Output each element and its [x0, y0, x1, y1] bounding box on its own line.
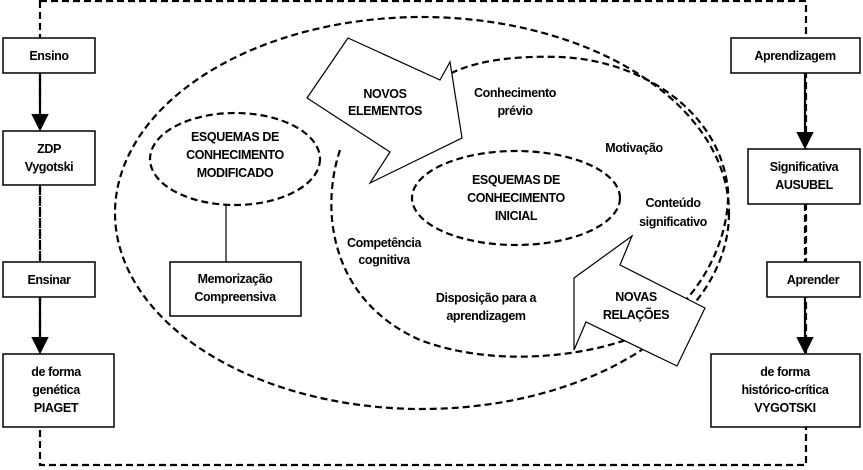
box-aprendizagem: Aprendizagem: [730, 37, 861, 74]
label-disposicao-2: aprendizagem: [446, 309, 526, 323]
arrow-novos-elementos: NOVOS ELEMENTOS: [306, 37, 463, 185]
diagram-label: Compreensiva: [194, 290, 277, 304]
diagram-label: de forma: [760, 365, 811, 379]
ellipse-esquemas-modificado: ESQUEMAS DE CONHECIMENTO MODIFICADO: [148, 111, 322, 207]
box-zdp-vygotski: ZDP Vygotski: [2, 130, 96, 186]
diagram-label: PIAGET: [34, 401, 79, 415]
outer-ellipse: [113, 15, 731, 411]
label-disposicao: Disposição para a: [436, 291, 538, 305]
diagram-label: NOVAS: [615, 290, 657, 304]
diagram-label: Vygotski: [25, 160, 73, 174]
diagram-label: INICIAL: [495, 209, 538, 223]
diagram-label: ESQUEMAS DE: [472, 173, 560, 187]
diagram-label: de forma: [31, 365, 82, 379]
label-competencia: Competência: [347, 236, 423, 250]
diagram-label: histórico-crítica: [742, 383, 830, 397]
box-ensino: Ensino: [2, 37, 96, 74]
box-ensinar: Ensinar: [2, 261, 96, 298]
outer-frame: [38, 0, 808, 467]
box-memorizacao-compreensiva: Memorização Compreensiva: [169, 261, 302, 317]
diagram-label: CONHECIMENTO: [186, 148, 284, 162]
diagram-label: ESQUEMAS DE: [191, 130, 279, 144]
label-motivacao: Motivação: [605, 141, 663, 155]
diagram-label: Memorização: [198, 272, 274, 286]
box-forma-historica-vygotski: de forma histórico-crítica VYGOTSKI: [710, 353, 861, 428]
diagram-label: Aprender: [787, 273, 840, 287]
label-conhecimento-previo-2: prévio: [497, 104, 533, 118]
diagram-label: Aprendizagem: [754, 49, 836, 63]
diagram-label: CONHECIMENTO: [467, 191, 565, 205]
label-conteudo-2: significativo: [639, 215, 707, 229]
box-significativa-ausubel: Significativa AUSUBEL: [747, 148, 861, 205]
label-conhecimento-previo: Conhecimento: [474, 86, 557, 100]
diagram-label: NOVOS: [363, 87, 406, 101]
arrow-novas-relacoes: NOVAS RELAÇÕES: [573, 234, 706, 367]
spiral-ellipse: [330, 55, 730, 358]
box-aprender: Aprender: [766, 261, 861, 298]
diagram-label: ZDP: [37, 142, 61, 156]
diagram-label: RELAÇÕES: [603, 307, 669, 322]
diagram-label: Significativa: [770, 160, 840, 174]
diagram-label: Ensino: [29, 49, 69, 63]
diagram-label: genética: [32, 383, 81, 397]
diagram-label: Ensinar: [27, 273, 71, 287]
label-competencia-2: cognitiva: [358, 253, 411, 267]
box-forma-genetica-piaget: de forma genética PIAGET: [2, 353, 115, 428]
label-conteudo: Conteúdo: [645, 196, 701, 210]
ellipse-esquemas-inicial: ESQUEMAS DE CONHECIMENTO INICIAL: [410, 149, 622, 247]
diagram-label: MODIFICADO: [197, 166, 274, 180]
diagram-label: ELEMENTOS: [348, 104, 422, 118]
diagram-label: AUSUBEL: [775, 178, 833, 192]
diagram-label: VYGOTSKI: [754, 401, 815, 415]
